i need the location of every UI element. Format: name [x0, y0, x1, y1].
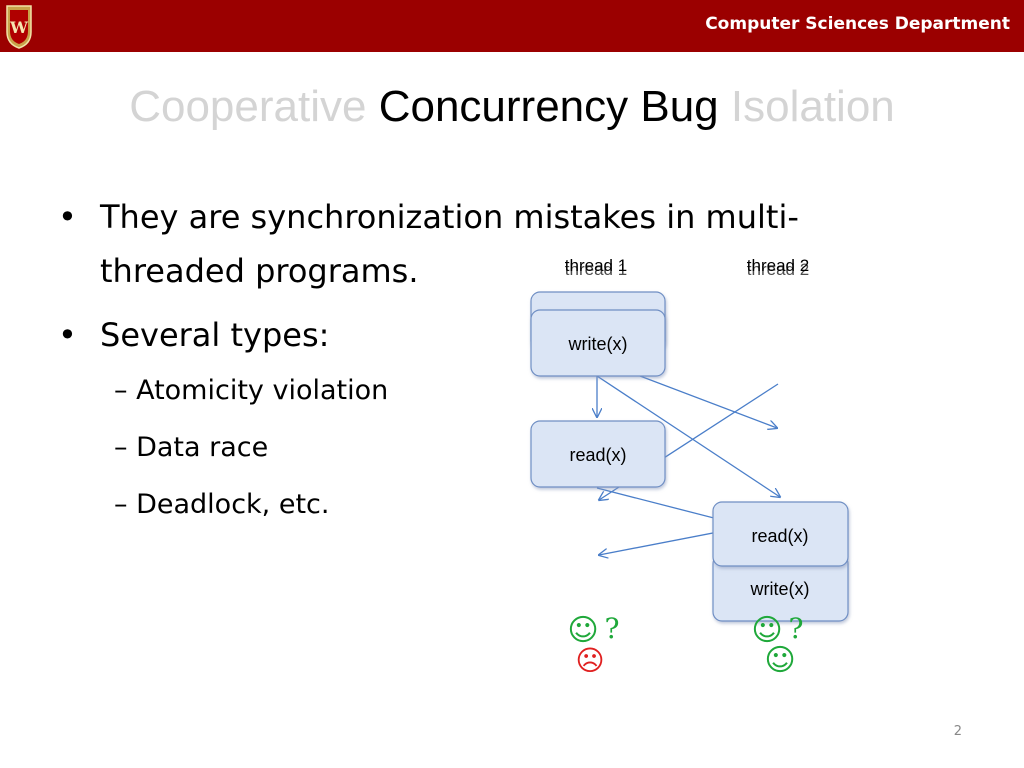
title-part-concurrency-bug: Concurrency Bug	[378, 82, 719, 131]
sub-bullet-data-race: – Data race	[114, 432, 269, 463]
svg-text:thread 2: thread 2	[747, 260, 809, 279]
header-bar: W Computer Sciences Department	[0, 0, 1024, 52]
thread2-label: thread 2 thread 2	[747, 256, 809, 279]
title-part-cooperative: Cooperative	[129, 82, 367, 131]
arrow-t1write-to-t2read	[596, 375, 780, 497]
page-number: 2	[953, 724, 962, 739]
bullet-icon: •	[58, 198, 77, 236]
bullet-icon: •	[58, 316, 77, 354]
t2-read-box: read(x)	[712, 501, 849, 567]
crest-letter: W	[9, 18, 29, 37]
t1-outcome-happy-question: ☺ ?	[567, 612, 619, 648]
uw-crest-icon: W	[6, 5, 32, 49]
arrow-t1write-to-t2	[639, 375, 777, 428]
t2-write-label: write(x)	[750, 579, 810, 599]
t1-read-box: read(x)	[530, 420, 666, 488]
bullet-text-line2: threaded programs.	[100, 252, 419, 290]
sub-bullet-deadlock: – Deadlock, etc.	[114, 489, 330, 520]
t1-write-box-stack: write(x)	[530, 291, 666, 377]
smiley-icon: ☺	[764, 643, 795, 678]
svg-text:thread 1: thread 1	[565, 260, 627, 279]
question-mark: ?	[604, 612, 619, 645]
slide-title: Cooperative Concurrency Bug Isolation	[0, 82, 1024, 132]
t2-write-box: write(x)	[712, 554, 849, 622]
frown-icon: ☹	[575, 644, 604, 677]
svg-text:thread 1: thread 1	[565, 256, 627, 275]
t2-read-label: read(x)	[751, 526, 808, 546]
t2-outcome-happy: ☺	[764, 643, 795, 678]
department-name: Computer Sciences Department	[705, 14, 1010, 34]
t1-write-label: write(x)	[568, 334, 628, 354]
bullet-text-types: Several types:	[100, 316, 330, 354]
t1-outcome-sad: ☹	[575, 644, 604, 677]
smiley-icon: ☺	[751, 613, 782, 648]
sub-bullet-atomicity: – Atomicity violation	[114, 375, 389, 406]
question-mark: ?	[788, 612, 803, 645]
title-part-isolation: Isolation	[730, 82, 895, 131]
bullet-text-line1: They are synchronization mistakes in mul…	[100, 198, 799, 236]
thread1-label: thread 1 thread 1	[565, 256, 627, 279]
t1-read-label: read(x)	[569, 445, 626, 465]
smiley-icon: ☺	[567, 613, 598, 648]
svg-text:thread 2: thread 2	[747, 256, 809, 275]
t2-outcome-happy-question: ☺ ?	[751, 612, 803, 648]
